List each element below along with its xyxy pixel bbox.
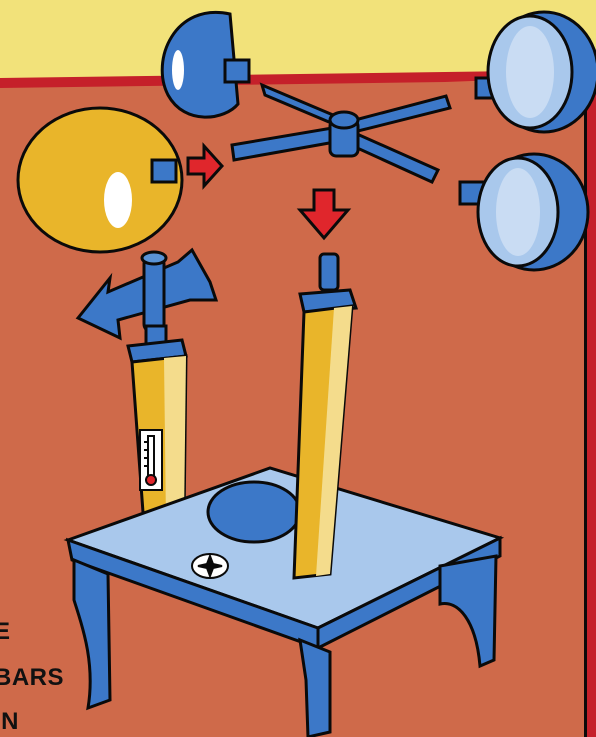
caption-fragment-2: BARS bbox=[0, 666, 64, 690]
right-edge-rule bbox=[586, 80, 596, 737]
yellow-cup-icon bbox=[18, 108, 182, 252]
caption-fragment-1: E bbox=[0, 620, 11, 644]
caption-fragment-3: IN bbox=[0, 710, 19, 734]
compass-icon bbox=[192, 554, 228, 578]
thermometer-icon bbox=[140, 430, 162, 490]
